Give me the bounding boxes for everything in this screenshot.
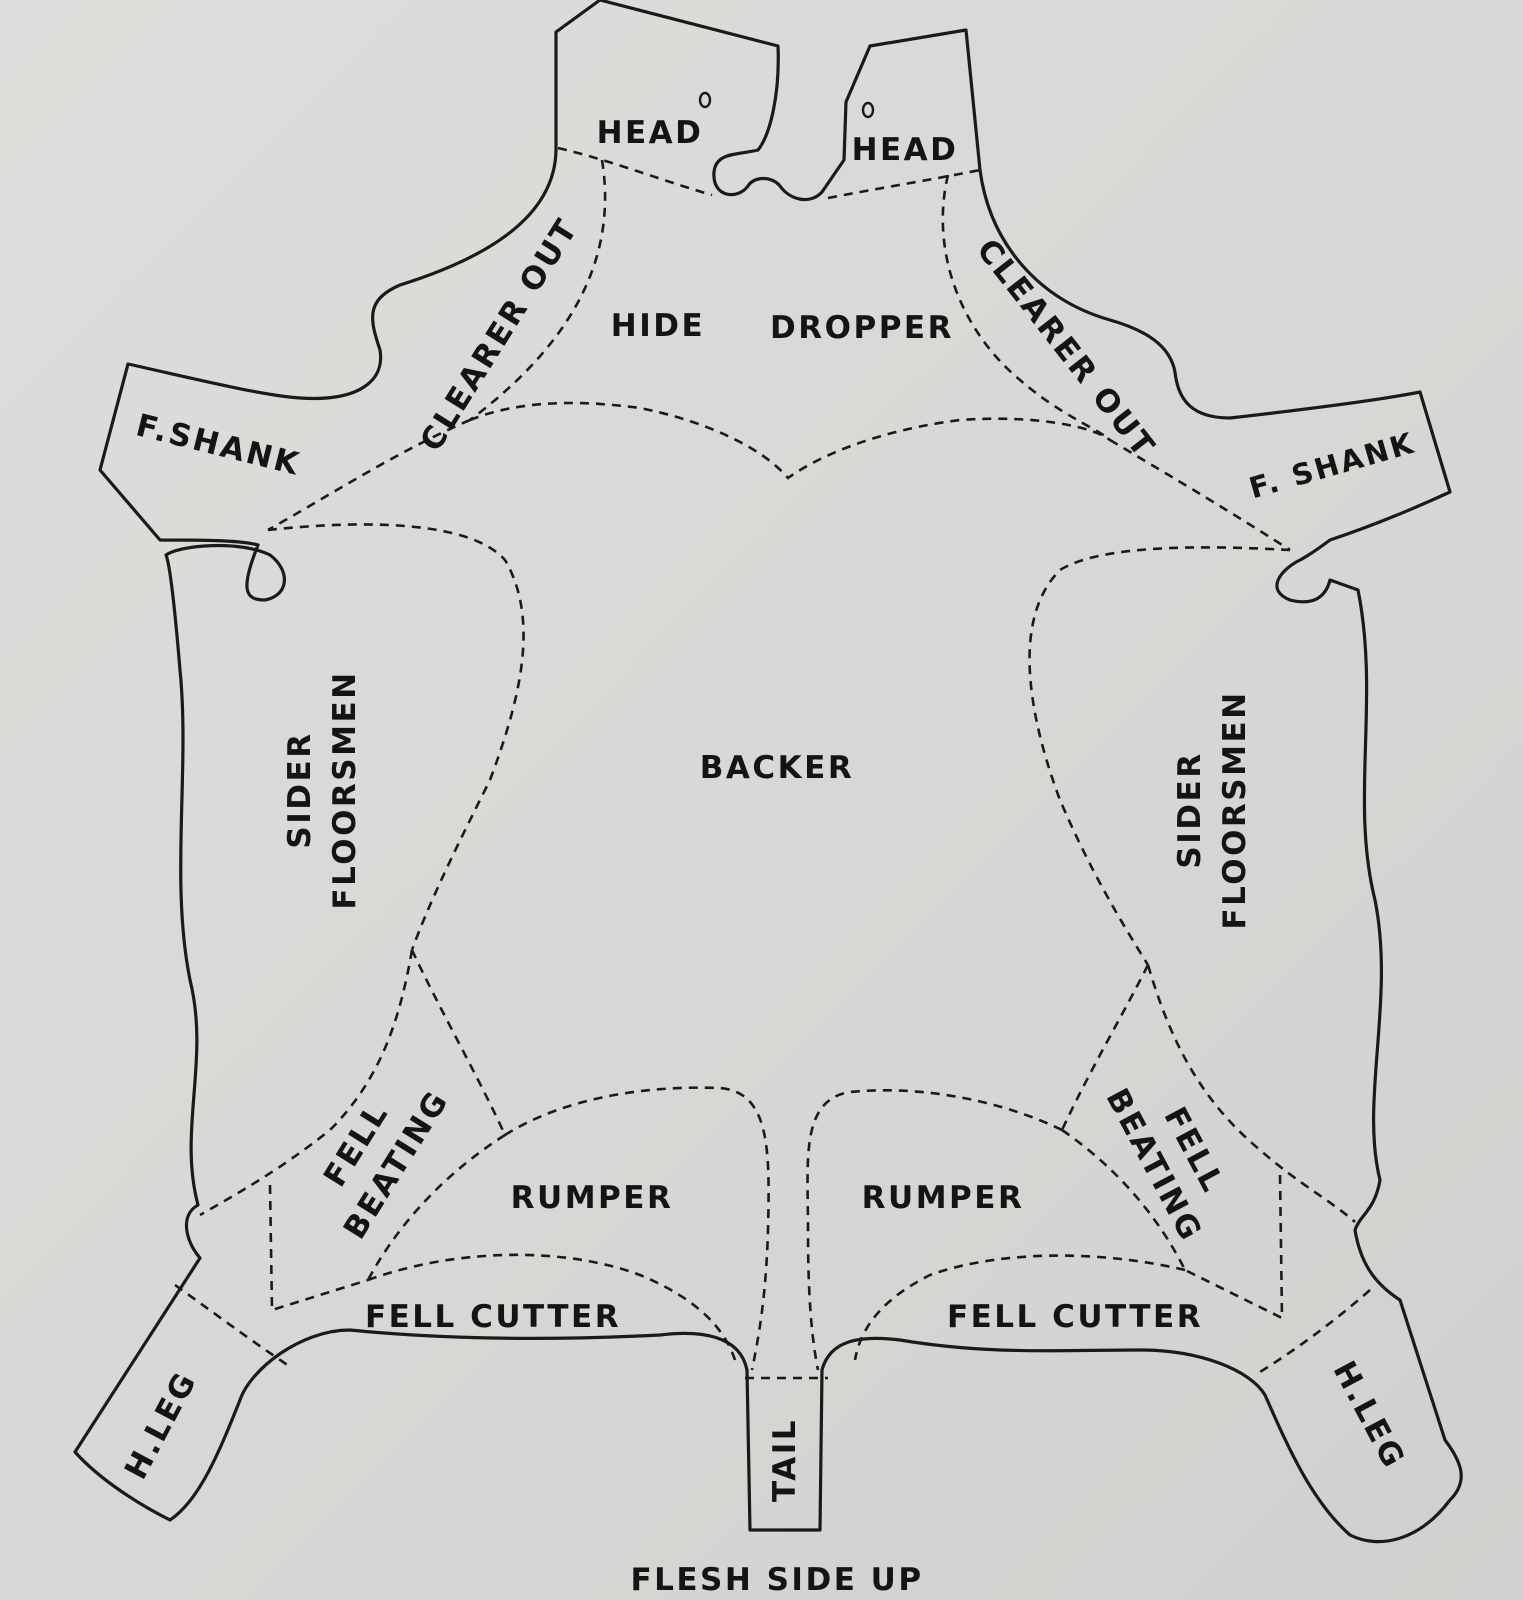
- label-backer: BACKER: [700, 750, 854, 786]
- label-f-shank-left: F.SHANK: [132, 407, 304, 483]
- eye-right-icon: [861, 101, 875, 119]
- cut-hide-dropper: [469, 401, 1111, 480]
- cut-fell-cutter-right: [853, 1254, 1186, 1361]
- label-rumper-left: RUMPER: [511, 1180, 674, 1216]
- diagram-caption: FLESH SIDE UP: [630, 1562, 923, 1598]
- label-head-right: HEAD: [852, 132, 959, 168]
- cut-shank-right: [1109, 438, 1291, 552]
- cut-backer-right: [1028, 546, 1291, 966]
- label-sider-left-1: SIDER: [282, 731, 318, 848]
- label-sider-right-2: FLOORSMEN: [1217, 690, 1253, 929]
- label-h-leg-right: H.LEG: [1326, 1355, 1413, 1475]
- label-rumper-right: RUMPER: [862, 1180, 1025, 1216]
- cut-hleg-right: [1259, 1289, 1371, 1374]
- label-sider-left-2: FLOORSMEN: [327, 670, 363, 909]
- cut-rumper-right-bottom: [1061, 1128, 1187, 1271]
- eye-left-icon: [698, 91, 712, 109]
- label-head-left: HEAD: [597, 115, 704, 151]
- cut-clearer-left: [469, 159, 607, 422]
- cut-fell-beating-right-a: [1060, 964, 1150, 1131]
- cut-head-left: [557, 146, 713, 197]
- hide-outline: [73, 0, 1463, 1544]
- cut-fell-cutter-left: [367, 1253, 737, 1361]
- cut-backer-left: [267, 523, 525, 951]
- label-hide-dropper-1: HIDE: [611, 308, 705, 344]
- label-f-shank-right: F. SHANK: [1245, 425, 1419, 505]
- label-clearer-out-left: CLEARER OUT: [413, 212, 585, 458]
- cut-sider-left: [199, 949, 414, 1217]
- cut-rumper-right: [806, 1089, 1063, 1371]
- label-fell-cutter-left: FELL CUTTER: [365, 1299, 621, 1335]
- cut-fell-beating-left-a: [410, 949, 507, 1136]
- cut-shank-left: [267, 418, 471, 532]
- cut-fell-box-left: [268, 1184, 369, 1312]
- label-hide-dropper-2: DROPPER: [770, 310, 954, 346]
- label-h-leg-left: H.LEG: [118, 1365, 205, 1485]
- cut-hleg-left: [174, 1283, 293, 1370]
- cut-fell-box-right: [1184, 1174, 1284, 1321]
- cut-head-right: [827, 168, 981, 200]
- cut-clearer-right: [941, 174, 1111, 441]
- label-sider-right-1: SIDER: [1172, 751, 1208, 868]
- cut-rumper-left-bottom: [366, 1133, 506, 1281]
- label-tail: TAIL: [767, 1418, 803, 1502]
- label-clearer-out-right: CLEARER OUT: [969, 232, 1162, 465]
- label-fell-cutter-right: FELL CUTTER: [947, 1299, 1203, 1335]
